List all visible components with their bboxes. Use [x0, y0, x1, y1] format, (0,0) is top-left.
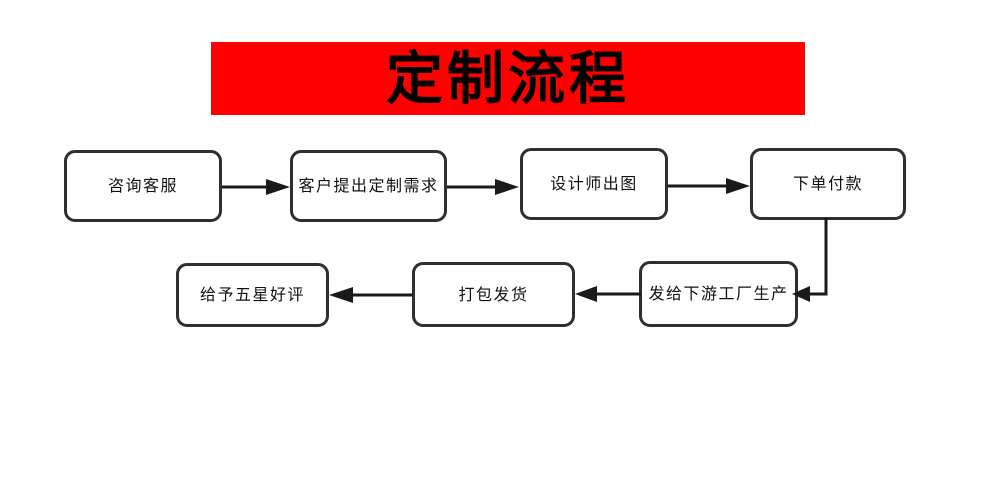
flow-node-step-2[interactable]: 客户提出定制需求: [290, 150, 447, 222]
connector-arrow-2-3: [447, 176, 521, 198]
flow-node-step-3[interactable]: 设计师出图: [520, 148, 668, 220]
flow-node-label: 咨询客服: [107, 176, 178, 195]
flow-node-label: 给予五星好评: [199, 285, 305, 304]
flow-node-label: 设计师出图: [550, 174, 638, 193]
flow-node-step-4[interactable]: 下单付款: [750, 148, 906, 220]
title-banner: 定制流程: [211, 42, 805, 115]
flow-node-step-5[interactable]: 发给下游工厂生产: [639, 261, 798, 327]
banner-title-text: 定制流程: [386, 45, 630, 112]
connector-arrow-6-7: [327, 284, 415, 306]
connector-arrow-3-4: [668, 175, 752, 197]
flow-node-label: 下单付款: [792, 174, 863, 193]
connector-arrow-4-5: [790, 218, 846, 308]
flow-node-label: 发给下游工厂生产: [648, 284, 789, 303]
flow-node-label: 客户提出定制需求: [298, 176, 439, 195]
flow-node-step-6[interactable]: 打包发货: [412, 262, 575, 327]
connector-arrow-1-2: [222, 176, 292, 198]
flow-node-step-7[interactable]: 给予五星好评: [176, 263, 329, 327]
flow-node-label: 打包发货: [458, 284, 529, 304]
flow-node-step-1[interactable]: 咨询客服: [64, 150, 222, 222]
connector-arrow-5-6: [573, 283, 643, 305]
